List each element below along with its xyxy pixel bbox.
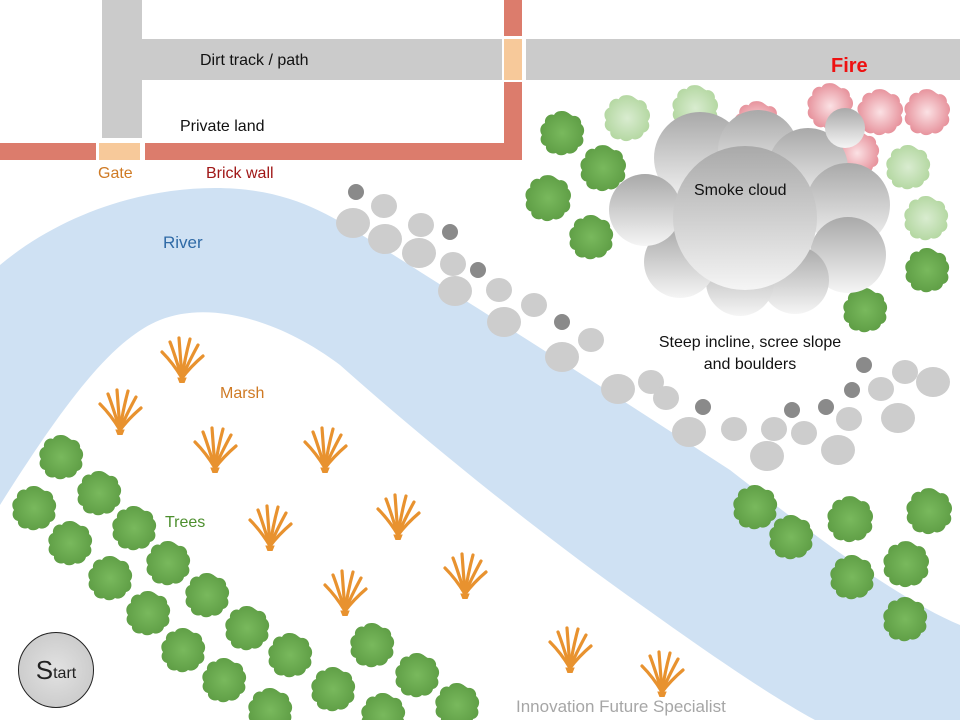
tree-icon [540, 111, 585, 156]
reed-icon [193, 426, 238, 473]
scree-slope-label: Steep incline, scree slope and boulders [642, 332, 858, 376]
reed-icon [323, 569, 368, 616]
private-land-label: Private land [180, 118, 265, 135]
dirt-track-label: Dirt track / path [200, 52, 309, 69]
gate [99, 143, 140, 160]
tree-icon [361, 693, 406, 720]
tree-icon [185, 573, 230, 618]
tree-icon [202, 658, 247, 703]
tree-icon [905, 248, 950, 293]
reed-icon [376, 493, 421, 540]
tree-icon [580, 145, 627, 192]
tree-icon [248, 688, 293, 720]
tree-icon [435, 683, 480, 720]
tree-icon [604, 95, 651, 142]
scree-label-line1: Steep incline, scree slope [658, 334, 842, 351]
tree-icon [146, 541, 191, 586]
tree-icon [886, 145, 931, 190]
tree-icon [883, 541, 930, 588]
tree-icon [904, 196, 949, 241]
start-button-initial: S [35, 654, 54, 685]
tree-icon [525, 175, 572, 222]
tree-icon [906, 488, 953, 535]
brick-wall-label: Brick wall [206, 165, 274, 182]
reed-icon [548, 626, 593, 673]
tree-icon [225, 606, 270, 651]
smoke-cloud-label: Smoke cloud [694, 182, 787, 199]
river [0, 188, 960, 720]
start-button-rest: tart [53, 665, 77, 682]
scree-slope [336, 184, 950, 471]
tree-icon [161, 628, 206, 673]
tree-icon [904, 89, 951, 136]
tree-icon [268, 633, 313, 678]
tree-icon [350, 623, 395, 668]
tree-icon [112, 506, 157, 551]
river-label: River [163, 233, 203, 252]
tree-icon [311, 667, 356, 712]
tree-icon [88, 556, 133, 601]
tree-icon [77, 471, 122, 516]
reed-icon [248, 504, 293, 551]
smoke-cloud-icon [609, 108, 890, 316]
tree-icon [843, 288, 888, 333]
reed-icon [98, 388, 143, 435]
tree-icon [48, 521, 93, 566]
reed-icon [303, 426, 348, 473]
tree-icon [12, 486, 57, 531]
fire-label: Fire [831, 55, 868, 77]
reed-icon [640, 650, 685, 697]
dirt-track [102, 0, 960, 138]
tree-icon [827, 496, 874, 543]
tree-icon [126, 591, 171, 636]
tree-icon [395, 653, 440, 698]
credit-text: Innovation Future Specialist [516, 697, 726, 716]
tree-icon [39, 435, 84, 480]
brick-wall [0, 0, 522, 160]
marsh-label: Marsh [220, 385, 265, 402]
reed-icon [160, 336, 205, 383]
gate-label: Gate [98, 165, 133, 182]
scree-label-line2: and boulders [703, 356, 797, 373]
reed-icon [443, 552, 488, 599]
trees-label: Trees [165, 514, 206, 531]
tree-icon [569, 215, 614, 260]
